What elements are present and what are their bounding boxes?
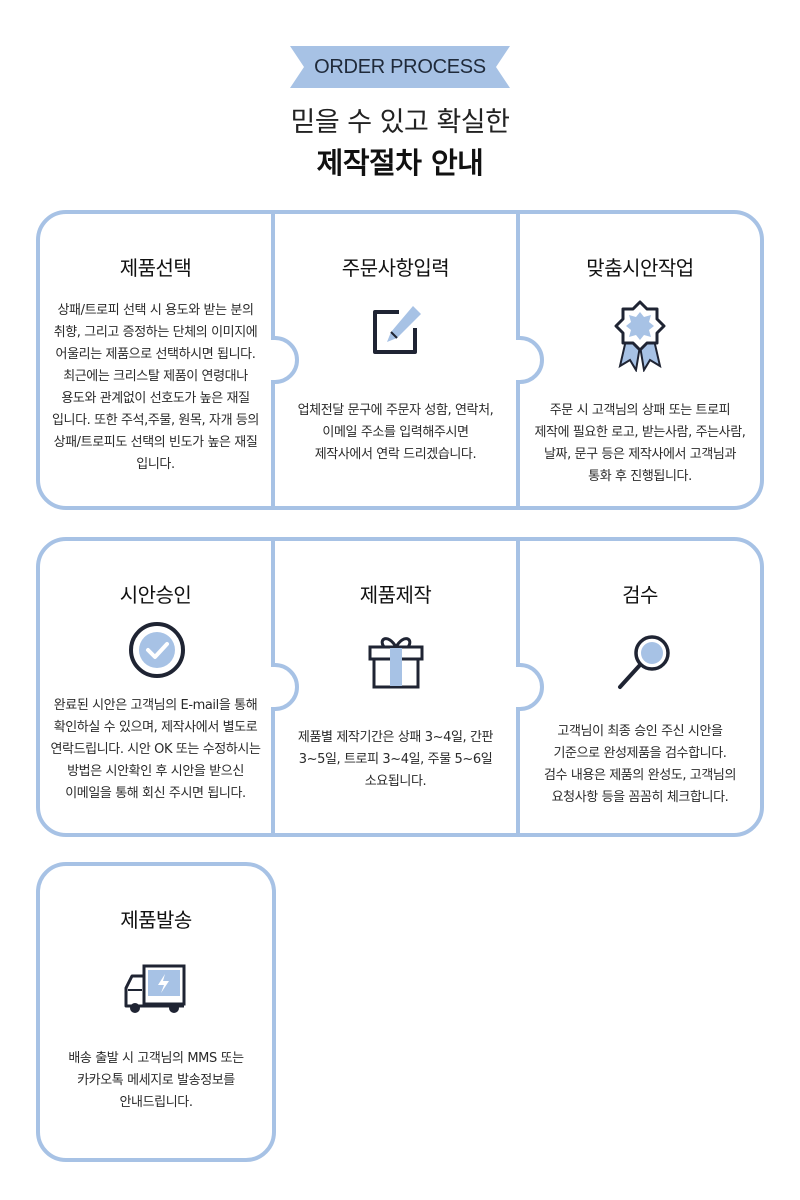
puzzle-tab-gap: [271, 340, 275, 380]
description-line: 기준으로 완성제품을 검수합니다.: [553, 746, 727, 761]
step-custom-draft: 맞춤시안작업 주문 시 고객님의 상패 또는 트로피 제작에 필요한 로고, 받…: [520, 214, 760, 506]
description-line: 입니다.: [136, 457, 175, 472]
description-line: 방법은 시안확인 후 시안을 받으신: [67, 764, 244, 779]
description-line: 제작에 필요한 로고, 받는사람, 주는사람,: [534, 425, 746, 440]
description-line: 요청사항 등을 꼼꼼히 체크합니다.: [551, 790, 729, 805]
puzzle-tab-gap: [516, 667, 520, 707]
description-line: 소요됩니다.: [364, 774, 427, 789]
description-line: 안내드립니다.: [119, 1095, 193, 1110]
ribbon-shape: [290, 46, 510, 88]
step-description: 주문 시 고객님의 상패 또는 트로피 제작에 필요한 로고, 받는사람, 주는…: [520, 400, 760, 488]
description-line: 업체전달 문구에 주문자 성함, 연락처,: [297, 403, 494, 418]
headline: 믿을 수 있고 확실한: [290, 107, 510, 138]
magnifier-icon: [618, 635, 670, 689]
award-badge-icon: [614, 300, 666, 372]
step-title: 제품제작: [359, 583, 432, 607]
description-line: 3~5일, 트로피 3~4일, 주물 5~6일: [298, 752, 493, 767]
gift-box-icon: [368, 637, 424, 689]
delivery-truck-icon: [124, 964, 186, 1013]
description-line: 배송 출발 시 고객님의 MMS 또는: [68, 1051, 244, 1066]
puzzle-tab-gap: [516, 340, 520, 380]
step-description: 제품별 제작기간은 상패 3~4일, 간판 3~5일, 트로피 3~4일, 주물…: [275, 727, 516, 793]
step-description: 배송 출발 시 고객님의 MMS 또는 카카오톡 메세지로 발송정보를 안내드립…: [40, 1048, 272, 1114]
step-product-selection: 제품선택 상패/트로피 선택 시 용도와 받는 분의 취향, 그리고 증정하는 …: [40, 214, 271, 506]
description-line: 취향, 그리고 증정하는 단체의 이미지에: [53, 325, 258, 340]
process-row-3: [36, 862, 276, 1162]
step-title: 제품선택: [119, 256, 192, 280]
description-line: 확인하실 수 있으며, 제작사에서 별도로: [53, 720, 258, 735]
check-circle-icon: [129, 622, 185, 678]
description-line: 날짜, 문구 등은 제작사에서 고객님과: [543, 447, 737, 462]
ribbon-label: ORDER PROCESS: [314, 56, 486, 78]
step-title: 시안승인: [119, 583, 192, 607]
description-line: 완료된 시안은 고객님의 E-mail을 통해: [53, 698, 258, 713]
step-title: 제품발송: [120, 908, 192, 932]
step-production: 제품제작 제품별 제작기간은 상패 3~4일, 간판 3~5일, 트로피 3~4…: [275, 541, 516, 833]
description-line: 고객님이 최종 승인 주신 시안을: [557, 724, 723, 739]
description-line: 이메일 주소를 입력해주시면: [322, 425, 469, 440]
step-title: 검수: [622, 583, 658, 607]
step-description: 완료된 시안은 고객님의 E-mail을 통해 확인하실 수 있으며, 제작사에…: [40, 695, 271, 805]
description-line: 이메일을 통해 회신 주시면 됩니다.: [65, 786, 246, 801]
step-order-entry: 주문사항입력 업체전달 문구에 주문자 성함, 연락처, 이메일 주소를 입력해…: [275, 214, 516, 506]
step-title: 맞춤시안작업: [586, 256, 694, 280]
description-line: 최근에는 크리스탈 제품이 연령대나: [63, 369, 248, 384]
description-line: 제작사에서 연락 드리겠습니다.: [314, 447, 477, 462]
order-process-ribbon: ORDER PROCESS: [290, 46, 510, 88]
description-line: 용도와 관계없이 선호도가 높은 재질: [61, 391, 250, 406]
step-description: 고객님이 최종 승인 주신 시안을 기준으로 완성제품을 검수합니다. 검수 내…: [520, 721, 760, 809]
puzzle-tab-gap: [271, 667, 275, 707]
step-description: 상패/트로피 선택 시 용도와 받는 분의 취향, 그리고 증정하는 단체의 이…: [40, 300, 271, 476]
description-line: 검수 내용은 제품의 완성도, 고객님의: [543, 768, 737, 783]
description-line: 어울리는 제품으로 선택하시면 됩니다.: [55, 347, 256, 362]
description-line: 연락드립니다. 시안 OK 또는 수정하시는: [50, 742, 261, 757]
page-title: 제작절차 안내: [316, 146, 484, 180]
description-line: 주문 시 고객님의 상패 또는 트로피: [549, 403, 731, 418]
description-line: 카카오톡 메세지로 발송정보를: [77, 1073, 235, 1088]
step-description: 업체전달 문구에 주문자 성함, 연락처, 이메일 주소를 입력해주시면 제작사…: [275, 400, 516, 466]
step-draft-approval: 시안승인 완료된 시안은 고객님의 E-mail을 통해 확인하실 수 있으며,…: [40, 541, 271, 833]
description-line: 입니다. 또한 주석,주물, 원목, 자개 등의: [52, 413, 259, 428]
step-title: 주문사항입력: [341, 256, 450, 280]
description-line: 상패/트로피도 선택의 빈도가 높은 재질: [53, 435, 258, 450]
description-line: 통화 후 진행됩니다.: [588, 469, 692, 484]
step-inspection: 검수 고객님이 최종 승인 주신 시안을 기준으로 완성제품을 검수합니다. 검…: [520, 541, 760, 833]
description-line: 제품별 제작기간은 상패 3~4일, 간판: [297, 730, 494, 745]
description-line: 상패/트로피 선택 시 용도와 받는 분의: [57, 303, 254, 318]
edit-pencil-icon: [373, 306, 421, 354]
step-shipping: 제품발송 배송 출발 시 고객님의 MMS 또는 카카오톡 메세지로 발송정보를…: [40, 866, 272, 1158]
